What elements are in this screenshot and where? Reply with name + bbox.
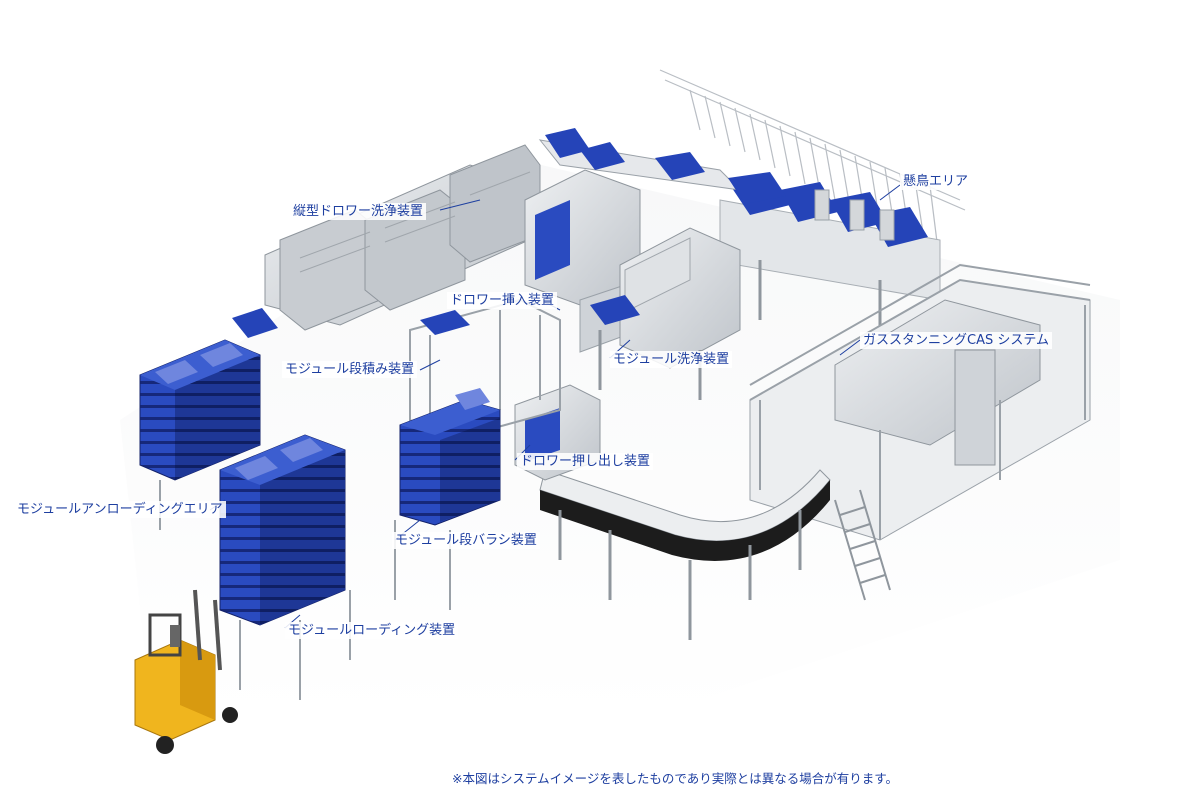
- disclaimer-footnote: ※本図はシステムイメージを表したものであり実際とは異なる場合が有ります。: [452, 771, 898, 786]
- forklift: [134, 589, 238, 754]
- label-module-unloading-area: モジュールアンローディングエリア: [14, 501, 226, 518]
- label-vertical-drawer-washer: 縦型ドロワー洗浄装置: [290, 203, 427, 220]
- module-loading-stack: [219, 434, 351, 700]
- module-unloading-stack: [139, 308, 278, 560]
- vertical-drawer-washer: [264, 144, 541, 331]
- label-module-destacker: モジュール段バラシ装置: [392, 532, 540, 549]
- label-shackle-area: 懸鳥エリア: [900, 173, 972, 190]
- label-gas-stunning: ガススタンニングCAS システム: [860, 332, 1052, 349]
- module-destacker-stack: [394, 388, 501, 610]
- crate-conveyor-top: [538, 128, 786, 204]
- access-stairs: [834, 489, 891, 601]
- label-drawer-pusher: ドロワー押し出し装置: [517, 453, 654, 470]
- module-washer-unit: [590, 227, 741, 400]
- label-drawer-insertion: ドロワー挿入装置: [447, 292, 558, 309]
- label-module-washer: モジュール洗浄装置: [610, 351, 733, 368]
- label-module-loading: モジュールローディング装置: [285, 622, 459, 639]
- label-module-stacker: モジュール段積み装置: [282, 361, 418, 378]
- return-conveyor: [539, 469, 831, 640]
